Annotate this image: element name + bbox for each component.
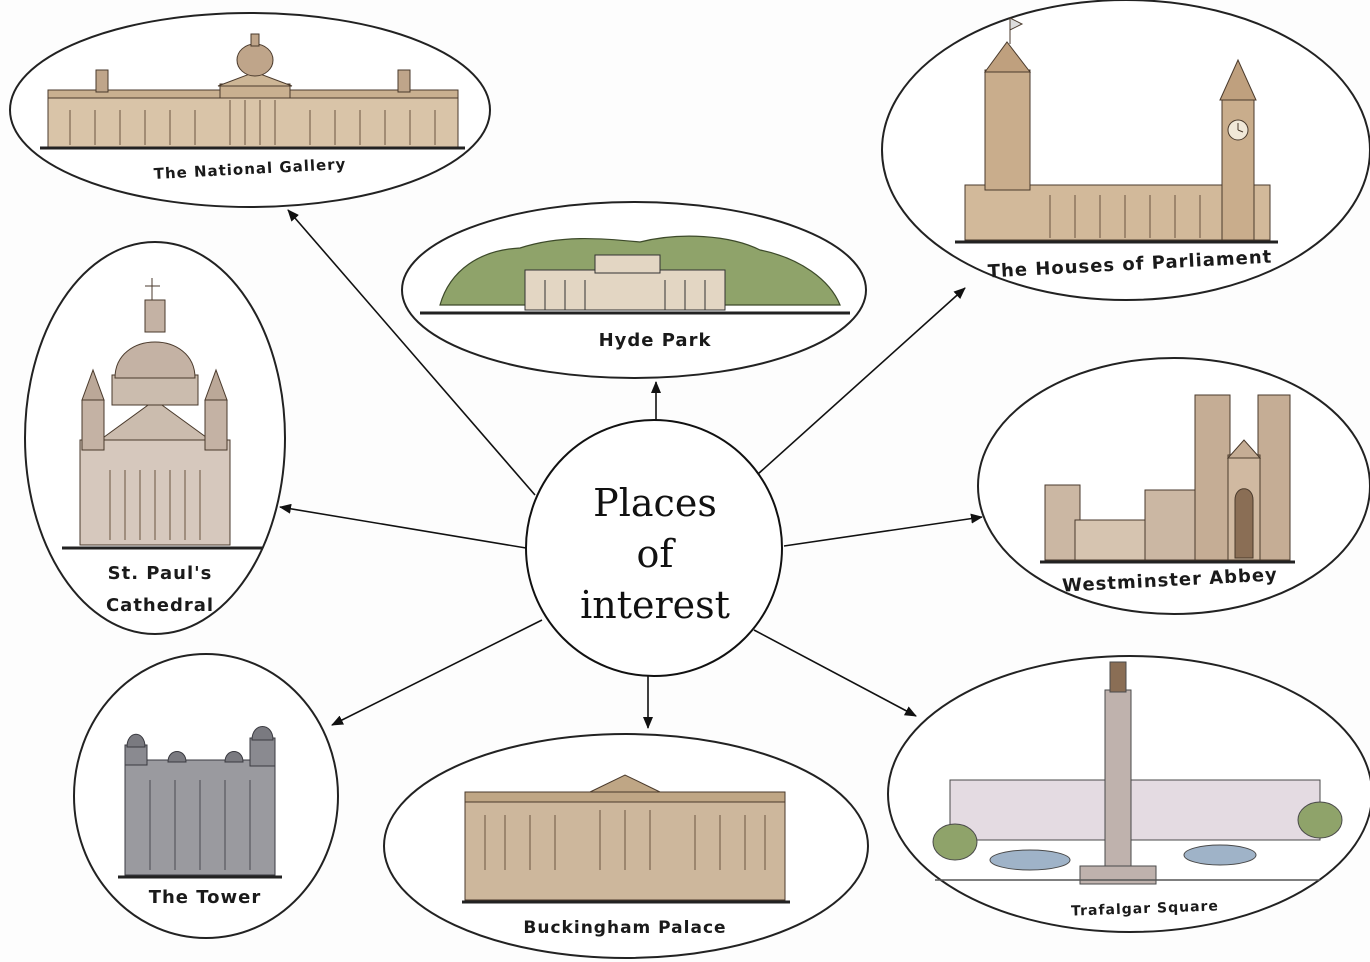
- arrow-to-westminster: [783, 513, 983, 547]
- hyde-park-illustration: [420, 235, 850, 315]
- label-the-tower: The Tower: [148, 887, 262, 908]
- center-title: Places of interest: [540, 478, 770, 631]
- tower-illustration: [118, 726, 282, 879]
- center-circle: [525, 419, 783, 677]
- trafalgar-illustration: [932, 661, 1343, 885]
- center-title-line1: Places: [593, 481, 717, 525]
- label-st-pauls-line1: St. Paul's: [107, 563, 213, 584]
- arrow-to-trafalgar: [753, 629, 917, 717]
- arrow-to-st-pauls: [279, 503, 527, 549]
- center-title-line2: of: [636, 532, 674, 576]
- arrow-to-tower: [331, 619, 543, 726]
- label-st-pauls-line2: Cathedral: [105, 595, 215, 616]
- arrows: [279, 209, 983, 729]
- buckingham-illustration: [462, 774, 790, 904]
- westminster-illustration: [1040, 394, 1295, 564]
- center-title-line3: interest: [580, 583, 730, 627]
- national-gallery-illustration: [40, 33, 465, 150]
- arrow-to-parliament: [757, 287, 966, 475]
- label-buckingham-palace: Buckingham Palace: [523, 918, 727, 938]
- parliament-illustration: [955, 17, 1278, 244]
- st-pauls-illustration: [62, 278, 262, 550]
- arrow-to-national-gallery: [287, 209, 536, 496]
- label-hyde-park: Hyde Park: [598, 330, 712, 351]
